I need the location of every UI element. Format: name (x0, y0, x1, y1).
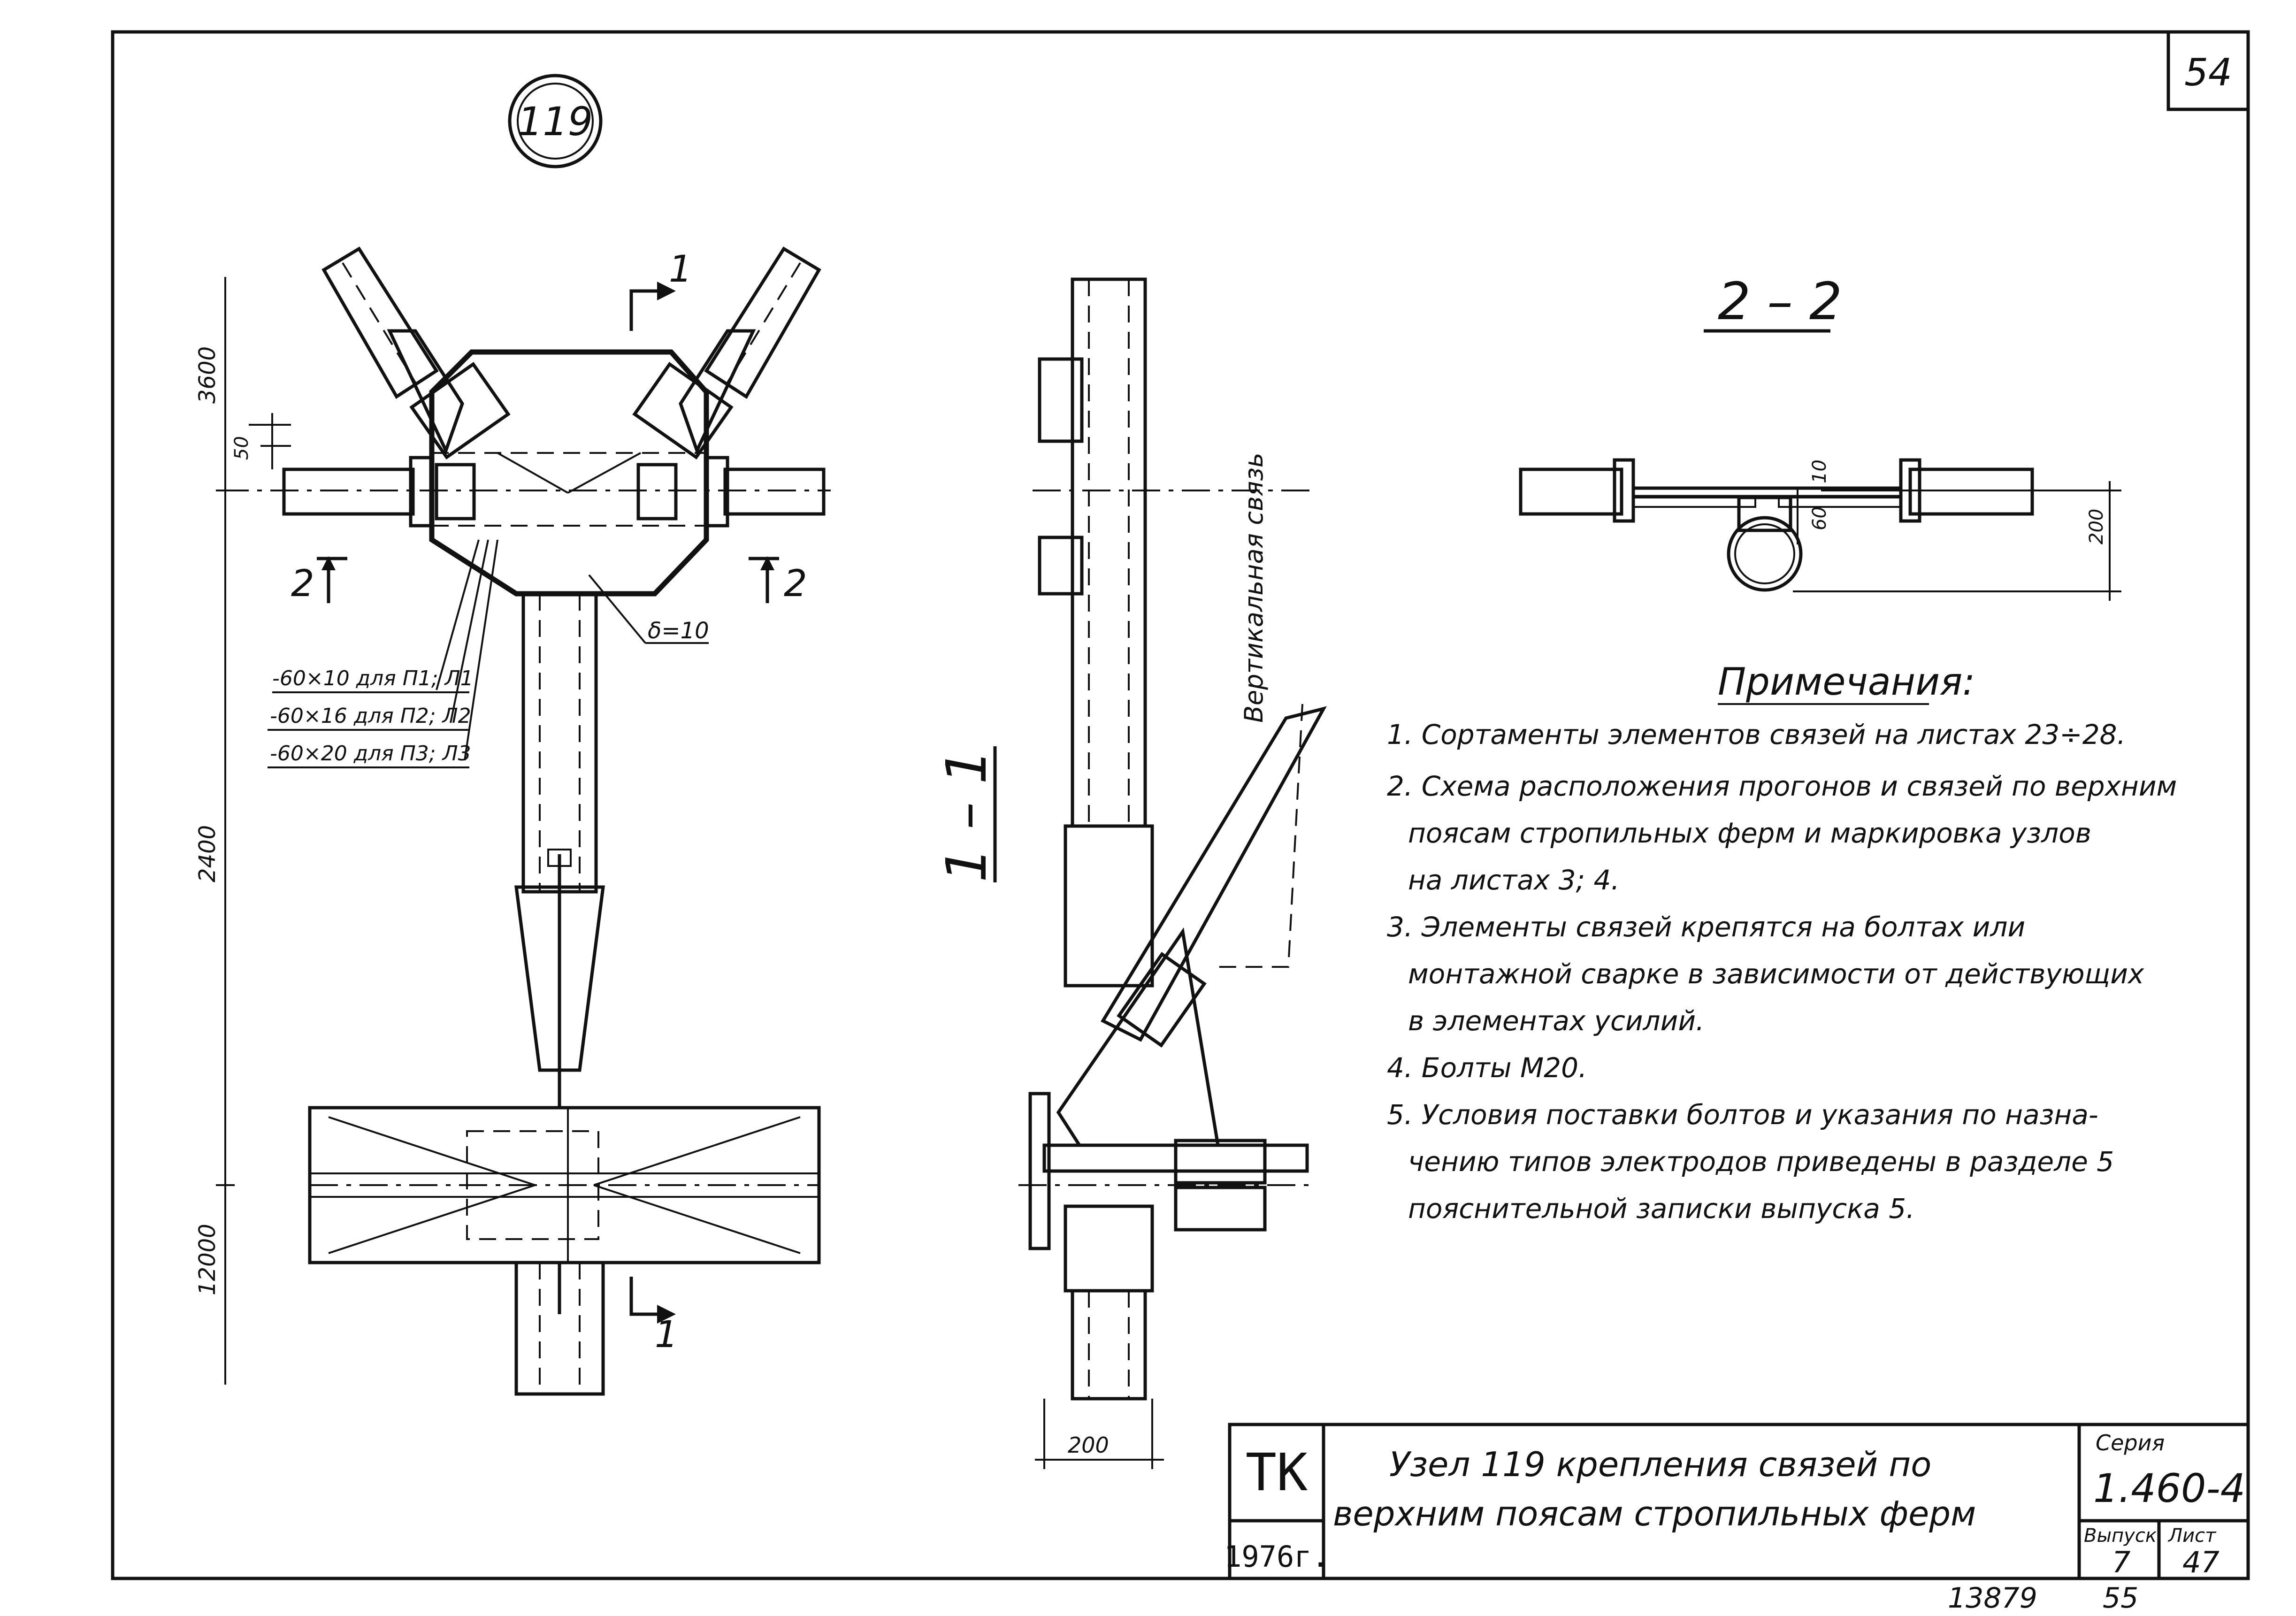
brace-label: Вертикальная связь (1239, 452, 1269, 723)
cleat-lower (1038, 536, 1084, 596)
note-line: в элементах усилий. (1408, 1005, 1704, 1037)
purlin-left (282, 456, 434, 528)
plate-thickness-callout: δ=10 (588, 574, 709, 644)
node-number-badge: 119 (508, 74, 603, 168)
callout-line-3: -60×20 для П3; Л3 (270, 742, 471, 766)
footer-left-number: 13879 (1948, 1582, 2037, 1615)
section-2-2: 2 – 2 10 60 200 (1519, 271, 2121, 601)
note-line: на листах 3; 4. (1408, 864, 1620, 896)
purlin-clip-right (636, 463, 678, 521)
note-line: 1. Сортаменты элементов связей на листах… (1387, 719, 2126, 751)
notes-block: Примечания: 1. Сортаменты элементов связ… (1387, 660, 2177, 1225)
dim-200-section-2: 200 (2086, 509, 2107, 544)
svg-text:1: 1 (655, 1314, 678, 1356)
year: 1976г. (1224, 1539, 1329, 1574)
dim-50: 50 (231, 436, 253, 460)
section-marker-bottom: 1 (629, 1277, 678, 1356)
dim-3600: 3600 (194, 346, 221, 404)
footer-right-number: 55 (2103, 1582, 2138, 1615)
cleat-upper (1038, 357, 1084, 443)
sheet-label: Лист (2167, 1525, 2217, 1547)
node-number: 119 (518, 99, 593, 145)
org-mark: ТК (1246, 1442, 1308, 1502)
title-line-1: Узел 119 крепления связей по (1389, 1445, 1931, 1484)
corner-number: 54 (2184, 51, 2232, 94)
diagonal-brace-left (321, 246, 439, 399)
dim-10: 10 (1809, 460, 1830, 483)
node-plate (429, 349, 709, 597)
dim-60: 60 (1809, 506, 1830, 530)
bolt-plate-left (409, 361, 511, 460)
series-label: Серия (2096, 1430, 2165, 1455)
section-callouts: -60×10 для П1; Л1 -60×16 для П2; Л2 -60×… (268, 539, 498, 768)
note-line: чению типов электродов приведены в разде… (1408, 1146, 2114, 1178)
callout-line-2: -60×16 для П2; Л2 (270, 704, 471, 728)
series-value: 1.460-4 (2093, 1465, 2245, 1511)
purlin-clip-left (435, 463, 476, 521)
svg-text:2: 2 (784, 563, 807, 605)
sheet-frame (111, 30, 2250, 1580)
note-line: поясам стропильных ферм и маркировка узл… (1408, 817, 2091, 849)
note-line: 4. Болты М20. (1387, 1052, 1587, 1084)
vertical-member (514, 592, 605, 1108)
sheet-value: 47 (2182, 1545, 2219, 1579)
dim-12000: 12000 (194, 1224, 221, 1295)
svg-text:δ=10: δ=10 (648, 618, 709, 644)
issue-label: Выпуск (2084, 1525, 2157, 1547)
diagonal-brace-right (704, 246, 821, 399)
title-line-2: верхним поясам стропильных ферм (1333, 1494, 1976, 1533)
note-line: 5. Условия поставки болтов и указания по… (1387, 1099, 2098, 1131)
gusset-right (679, 329, 756, 455)
dim-200-section-1: 200 (1068, 1432, 1109, 1458)
gusset-left (387, 329, 464, 455)
plan-view: 1 1 2 2 3600 50 (194, 246, 831, 1396)
section-1-1-title: 1 – 1 (934, 749, 999, 882)
svg-text:1: 1 (669, 248, 692, 291)
notes-heading: Примечания: (1718, 660, 1975, 704)
note-line: пояснительной записки выпуска 5. (1408, 1193, 1915, 1225)
note-line: 3. Элементы связей крепятся на болтах ил… (1387, 911, 2025, 943)
svg-text:2: 2 (291, 563, 314, 605)
note-line: монтажной сварке в зависимости от действ… (1408, 958, 2144, 990)
note-line: 2. Схема расположения прогонов и связей … (1387, 770, 2177, 802)
bottom-chord (308, 1106, 821, 1264)
corner-number-box: 54 (2166, 30, 2250, 111)
callout-line-1: -60×10 для П1; Л1 (272, 666, 474, 690)
section-1-1: 200 Вертикальная связь 1 – 1 (934, 277, 1327, 1469)
issue-value: 7 (2112, 1545, 2130, 1579)
title-block: ТК 1976г. Узел 119 крепления связей по в… (1224, 1423, 2250, 1580)
section-marker-top: 1 (629, 248, 692, 331)
vertical-cleat (1064, 824, 1154, 988)
section-marker-2-left: 2 (291, 556, 347, 605)
dimension-column: 3600 50 2400 12000 (194, 277, 291, 1385)
section-marker-2-right: 2 (749, 556, 807, 605)
section-2-2-title: 2 – 2 (1718, 271, 1842, 331)
inclined-brace (1101, 706, 1327, 1042)
purlin-right (704, 456, 826, 528)
dim-2400: 2400 (194, 825, 221, 882)
